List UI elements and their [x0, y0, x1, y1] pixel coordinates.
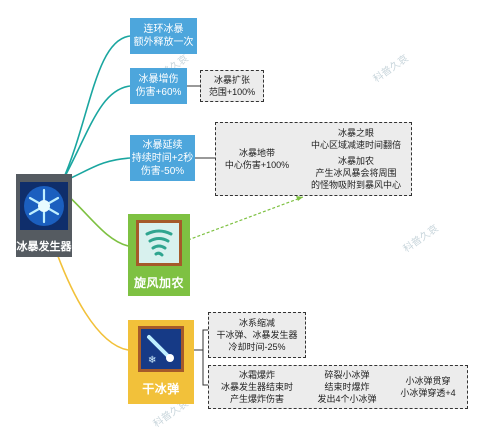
branch-3-line: 伤害-50% — [140, 165, 185, 177]
whirlwind-icon — [139, 223, 179, 263]
detail-line: 小冰弹穿透+4 — [400, 388, 456, 398]
ice-crystal-icon — [20, 182, 68, 230]
detail-line: 的怪物吸附到暴风中心 — [310, 180, 401, 190]
detail-line: 产生爆炸伤害 — [229, 394, 284, 404]
branch-2-line: 伤害+60% — [135, 87, 182, 98]
yellow-skill-card[interactable]: ❄ 干冰弹 — [128, 320, 194, 404]
detail-line: 干冰弹、冰暴发生器 — [216, 330, 298, 340]
link-yellow-details — [194, 329, 208, 386]
root-label: 冰暴发生器 — [16, 241, 72, 253]
link-root-branch2 — [61, 85, 131, 183]
skill-frame: ❄ — [138, 326, 184, 372]
detail-line: 产生冰风暴会将周围 — [315, 168, 397, 178]
branch-1-line: 额外释放一次 — [133, 37, 194, 48]
detail-line: 小冰弹贯穿 — [405, 376, 451, 386]
detail-line: 冰暴地带 — [238, 148, 275, 158]
detail-line: 冷却时间-25% — [228, 342, 286, 352]
skill-frame — [136, 220, 182, 266]
detail-line: 范围+100% — [208, 87, 256, 97]
ice-bullet-icon: ❄ — [141, 329, 181, 369]
branch-box-1[interactable]: 连环冰暴 额外释放一次 — [130, 18, 197, 54]
branch-3-detail: 冰暴地带 中心伤害+100% 冰暴之眼 中心区域减速时间翻倍 冰暴加农 产生冰风… — [215, 122, 412, 196]
yellow-skill-label: 干冰弹 — [142, 382, 180, 396]
detail-line: 冰暴加农 — [337, 156, 374, 166]
detail-line: 结束时爆炸 — [324, 382, 370, 392]
root-node[interactable]: 冰暴发生器 — [16, 174, 72, 257]
detail-line: 冰霜爆炸 — [238, 370, 275, 380]
detail-line: 中心区域减速时间翻倍 — [310, 140, 401, 150]
yellow-detail-top: 冰系缩减 干冰弹、冰暴发生器 冷却时间-25% — [208, 312, 306, 358]
branch-1-line: 连环冰暴 — [143, 24, 184, 35]
detail-line: 发出4个小冰弹 — [317, 394, 377, 404]
detail-line: 冰系缩减 — [238, 318, 275, 328]
detail-line: 冰暴之眼 — [337, 128, 374, 138]
yellow-detail-bottom: 冰霜爆炸 冰暴发生器结束时 产生爆炸伤害 碎裂小冰弹 结束时爆炸 发出4个小冰弹… — [208, 365, 468, 409]
branch-box-2[interactable]: 冰暴增伤 伤害+60% — [130, 68, 187, 104]
branch-2-detail: 冰暴扩张 范围+100% — [200, 70, 264, 102]
detail-line: 碎裂小冰弹 — [324, 370, 370, 380]
link-green-detail — [187, 196, 304, 241]
branch-box-3[interactable]: 冰暴延续 持续时间+2秒 伤害-50% — [130, 135, 195, 181]
svg-text:❄: ❄ — [148, 355, 156, 366]
green-skill-label: 旋风加农 — [133, 276, 184, 290]
branch-3-line: 冰暴延续 — [142, 139, 183, 151]
branch-3-line: 持续时间+2秒 — [131, 152, 194, 164]
detail-line: 冰暴发生器结束时 — [220, 382, 293, 392]
detail-line: 中心伤害+100% — [224, 160, 290, 170]
detail-line: 冰暴扩张 — [213, 75, 250, 85]
green-skill-card[interactable]: 旋风加农 — [128, 214, 190, 296]
link-green-arrow — [296, 196, 303, 201]
link-root-branch1 — [61, 35, 131, 183]
branch-2-line: 冰暴增伤 — [138, 74, 179, 85]
